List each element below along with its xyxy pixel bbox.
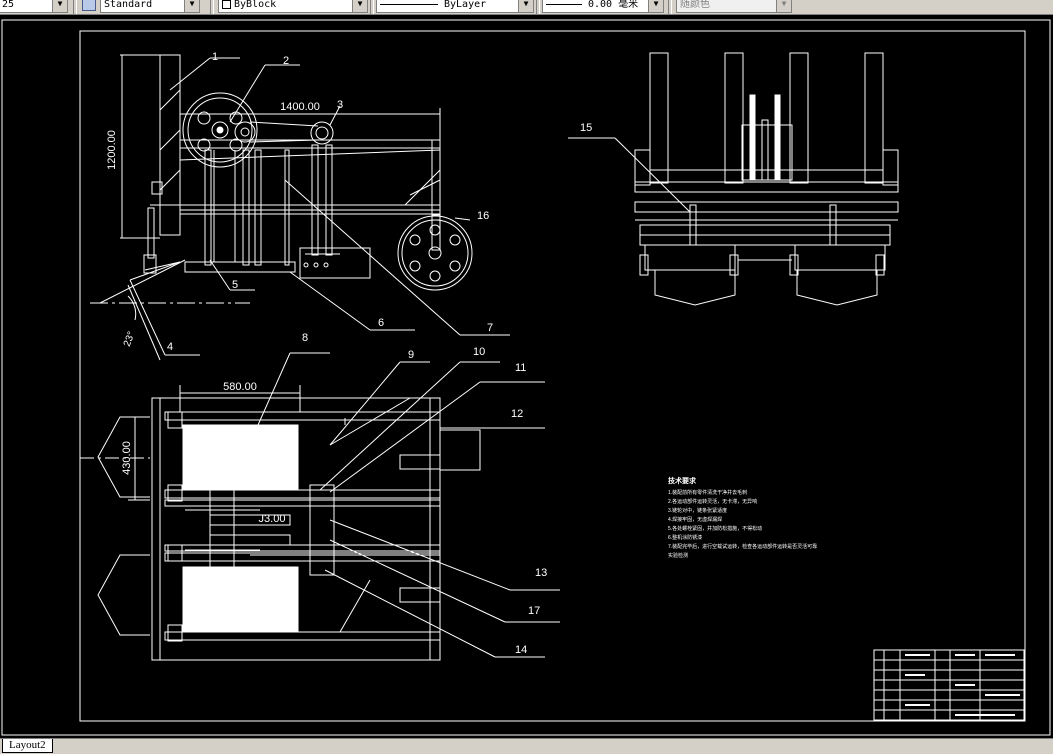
note-line: 1.装配前所有零件清洗干净并去毛刺 [668,489,747,496]
callout-2: 2 [283,55,289,67]
note-line: 实验检测 [668,552,688,559]
notes-title: 技术要求 [668,476,697,485]
note-line: 2.各运动部件运转灵活，无卡滞，无异响 [668,498,757,505]
linetype-preview-icon [380,3,438,5]
toolbar-separator [370,0,374,14]
side-view [90,54,473,361]
callout-5: 5 [232,279,238,291]
note-line: 6.整机涂防锈漆 [668,534,702,541]
color-swatch-icon [222,0,231,9]
technical-notes: 技术要求 1.装配前所有零件清洗干净并去毛刺 2.各运动部件运转灵活，无卡滞，无… [668,476,817,559]
drawing-frame [79,30,1026,722]
dim-width-plan: 580.00 [223,381,257,393]
lineweight-value: 0.00 毫米 [588,0,639,10]
dim-inner-plan: J3.00 [259,513,286,525]
linetype-dropdown[interactable]: ByLayer ▼ [376,0,534,13]
callout-3: 3 [337,99,343,111]
chevron-down-icon: ▼ [776,0,791,12]
paper-border [1,19,1051,736]
dim-length-side: 1400.00 [280,101,320,113]
callout-8: 8 [302,332,308,344]
plotstyle-dropdown[interactable]: 随颜色 ▼ [676,0,792,13]
dim-angle: 23° [122,330,138,348]
properties-toolbar: 25 ▼ Standard ▼ ByBlock ▼ ByLayer ▼ 0.00… [0,0,1053,15]
chevron-down-icon: ▼ [52,0,67,12]
drawing-canvas[interactable]: 1200.00 1400.00 580.00 430.00 J3.00 23° … [0,14,1053,738]
callout-17: 17 [528,605,540,617]
callout-9: 9 [408,349,414,361]
dim-height-plan: 430.00 [121,441,133,475]
front-view [634,52,899,306]
textstyle-value: Standard [104,0,153,10]
chevron-down-icon: ▼ [648,0,663,12]
color-dropdown[interactable]: ByBlock ▼ [218,0,368,13]
tab-label: Layout2 [9,739,46,751]
annotations: 1200.00 1400.00 580.00 430.00 J3.00 23° … [106,51,817,656]
lineweight-preview-icon [546,3,582,5]
toolbar-separator [668,0,672,14]
note-line: 5.各处螺栓紧固，并加防松措施，不得松动 [668,525,762,532]
chevron-down-icon: ▼ [184,0,199,12]
callout-7: 7 [487,322,493,334]
callout-1: 1 [212,51,218,63]
toolbar-separator [536,0,540,14]
callout-15: 15 [580,122,592,134]
callout-11: 11 [515,362,526,374]
callout-12: 12 [511,408,523,420]
layout-tab-bar: Layout2 [0,738,1053,754]
text-style-icon[interactable] [82,0,96,11]
textstyle-dropdown[interactable]: Standard ▼ [100,0,200,13]
chevron-down-icon: ▼ [352,0,367,12]
callout-6: 6 [378,317,384,329]
note-line: 4.焊接牢固，无虚焊漏焊 [668,516,722,523]
callout-16: 16 [477,210,489,222]
leader-lines [129,57,691,658]
linetype-value: ByLayer [444,0,487,10]
callout-13: 13 [535,567,547,579]
callout-10: 10 [473,346,485,358]
dim-height-side: 1200.00 [106,130,118,170]
chevron-down-icon: ▼ [518,0,533,12]
callout-4: 4 [167,341,173,353]
toolbar-separator [73,0,77,14]
note-line: 3.链轮对中，链条张紧适度 [668,507,727,514]
color-value: ByBlock [234,0,277,10]
plotstyle-value: 随颜色 [680,0,710,10]
title-block [873,649,1025,721]
dimstyle-value: 25 [2,0,15,10]
callout-14: 14 [515,644,527,656]
tab-layout2[interactable]: Layout2 [2,739,53,753]
toolbar-separator [210,0,214,14]
dimstyle-dropdown[interactable]: 25 ▼ [0,0,68,13]
note-line: 7.装配完毕后，进行空载试运转，检查各运动部件运转是否灵活可靠 [668,543,817,550]
lineweight-dropdown[interactable]: 0.00 毫米 ▼ [542,0,664,13]
plan-view [80,385,481,661]
